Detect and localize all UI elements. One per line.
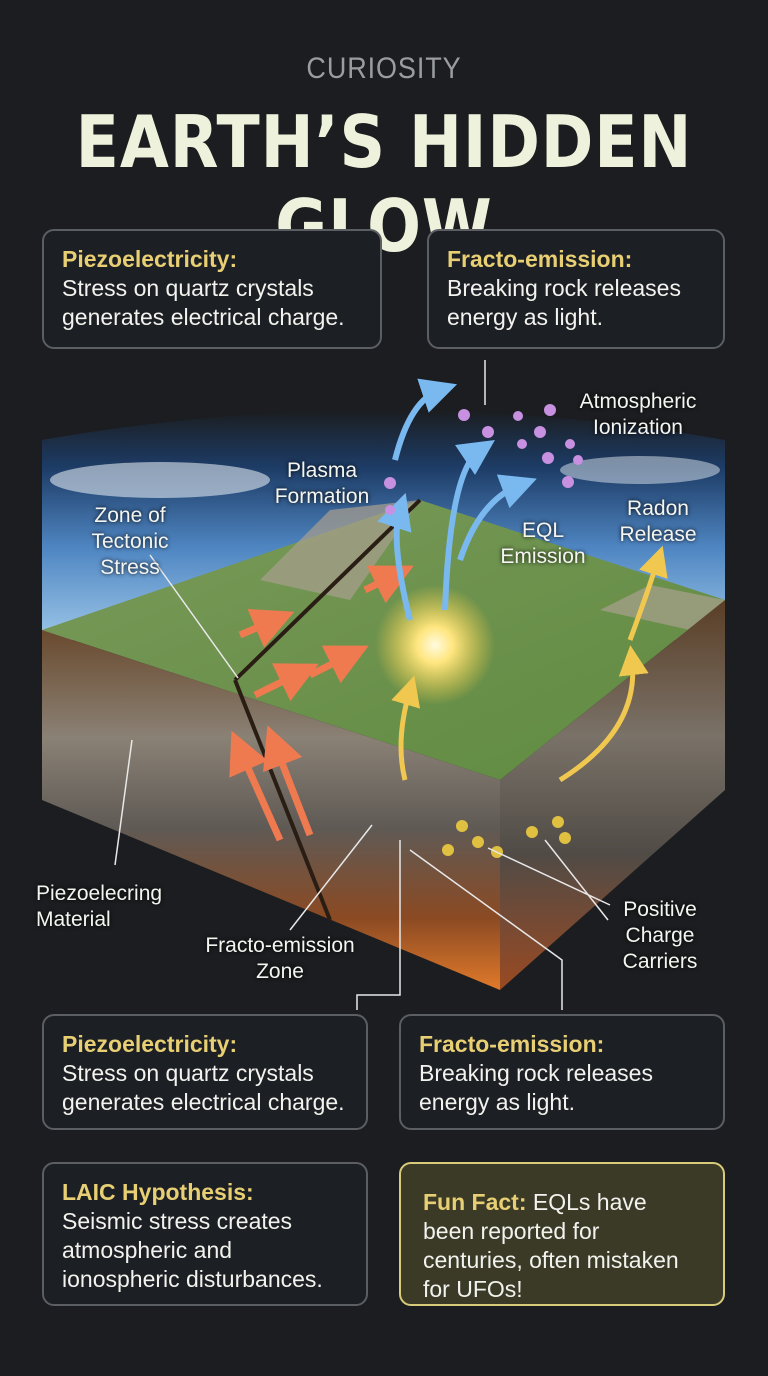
info-box-laic-hypothesis: LAIC Hypothesis: Seismic stress creates … — [42, 1162, 368, 1306]
label-zone-tectonic-stress: Zone of Tectonic Stress — [91, 504, 169, 579]
label-fracto-zone: Fracto-emission Zone — [205, 934, 355, 983]
label-radon-release: Radon Release — [619, 497, 697, 546]
label-atmospheric-ionization: Atmospheric Ionization — [579, 390, 697, 439]
ionization-arrows — [377, 378, 537, 621]
kicker: CURIOSITY — [306, 52, 462, 85]
label-positive-charge: Positive Charge Carriers — [622, 898, 698, 973]
box-heading: Piezoelectricity: — [62, 246, 238, 272]
fun-fact-box: Fun Fact: EQLs have been reported for ce… — [399, 1162, 725, 1306]
info-box-fracto-emission-top: Fracto-emission: Breaking rock releases … — [427, 229, 725, 349]
fun-fact-body: EQLs have been reported for centuries, o… — [423, 1189, 679, 1302]
label-piezo-material: Piezoelecring Material — [36, 882, 163, 931]
box-body: Breaking rock releases energy as light. — [447, 275, 681, 330]
page-title: EARTH’S HIDDEN GLOW — [75, 100, 693, 268]
earth-crust-illustration — [42, 360, 725, 1010]
crust-right-face — [500, 600, 725, 990]
box-heading: Fracto-emission: — [447, 246, 633, 272]
crust-left-face — [42, 630, 500, 990]
info-box-piezoelectricity-bottom: Piezoelectricity: Stress on quartz cryst… — [42, 1014, 368, 1130]
radon-arrows — [391, 545, 668, 783]
label-eql-emission: EQL Emission — [500, 519, 586, 568]
fun-fact-heading: Fun Fact: — [423, 1189, 527, 1215]
box-heading: Piezoelectricity: — [62, 1031, 238, 1057]
ion-particles — [384, 404, 583, 515]
leader-lines — [114, 360, 611, 1010]
box-body: Seismic stress creates atmospheric and i… — [62, 1208, 323, 1292]
box-heading: Fracto-emission: — [419, 1031, 605, 1057]
info-box-fracto-emission-bottom: Fracto-emission: Breaking rock releases … — [399, 1014, 725, 1130]
box-body: Breaking rock releases energy as light. — [419, 1060, 653, 1115]
eql-glow — [375, 585, 495, 705]
box-body: Stress on quartz crystals generates elec… — [62, 275, 345, 330]
positive-charge-carriers — [442, 816, 571, 858]
label-plasma-formation: Plasma Formation — [274, 459, 370, 508]
stress-arrows — [229, 565, 414, 842]
box-heading: LAIC Hypothesis: — [62, 1179, 254, 1205]
box-body: Stress on quartz crystals generates elec… — [62, 1060, 345, 1115]
info-box-piezoelectricity-top: Piezoelectricity: Stress on quartz cryst… — [42, 229, 382, 349]
